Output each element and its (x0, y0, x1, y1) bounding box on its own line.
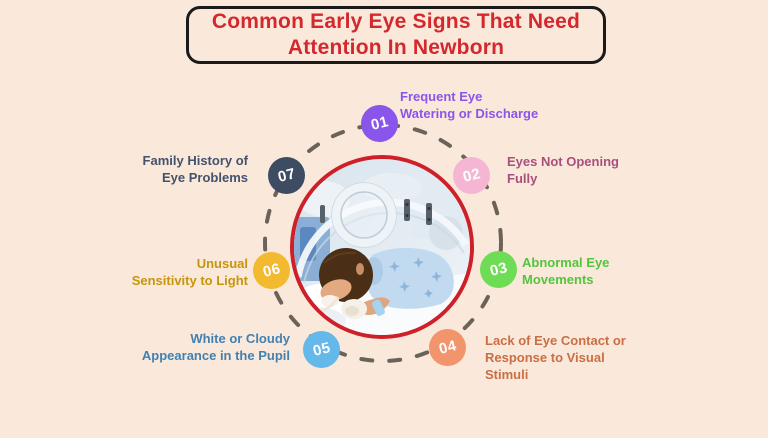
item-02-badge: 02 (453, 157, 490, 194)
item-03-number: 03 (487, 259, 510, 280)
item-05-badge: 05 (303, 331, 340, 368)
item-01-number: 01 (368, 113, 391, 134)
item-07-badge: 07 (268, 157, 305, 194)
dashed-circle (257, 117, 509, 369)
item-04-number: 04 (436, 337, 459, 358)
item-01-label: Frequent Eye Watering or Discharge (400, 89, 539, 121)
newborn-incubator-photo (290, 155, 474, 339)
item-06-badge: 06 (253, 252, 290, 289)
item-01-badge: 01 (361, 105, 398, 142)
item-07-number: 07 (275, 165, 298, 186)
item-07-label: Family History of Eye Problems (142, 153, 248, 185)
item-04-badge: 04 (429, 329, 466, 366)
item-02-label: Eyes Not Opening Fully (507, 154, 619, 186)
item-06-number: 06 (260, 260, 283, 281)
item-06-label: Unusual Sensitivity to Light (131, 256, 248, 288)
item-04-label: Lack of Eye Contact or Response to Visua… (485, 333, 626, 382)
item-03-badge: 03 (480, 251, 517, 288)
item-05-number: 05 (310, 339, 333, 360)
title-box: Common Early Eye Signs That Need Attenti… (186, 6, 606, 64)
page-title: Common Early Eye Signs That Need Attenti… (211, 10, 581, 59)
item-05-label: White or Cloudy Appearance in the Pupil (141, 331, 290, 363)
item-03-label: Abnormal Eye Movements (522, 255, 610, 287)
item-02-number: 02 (460, 165, 483, 186)
